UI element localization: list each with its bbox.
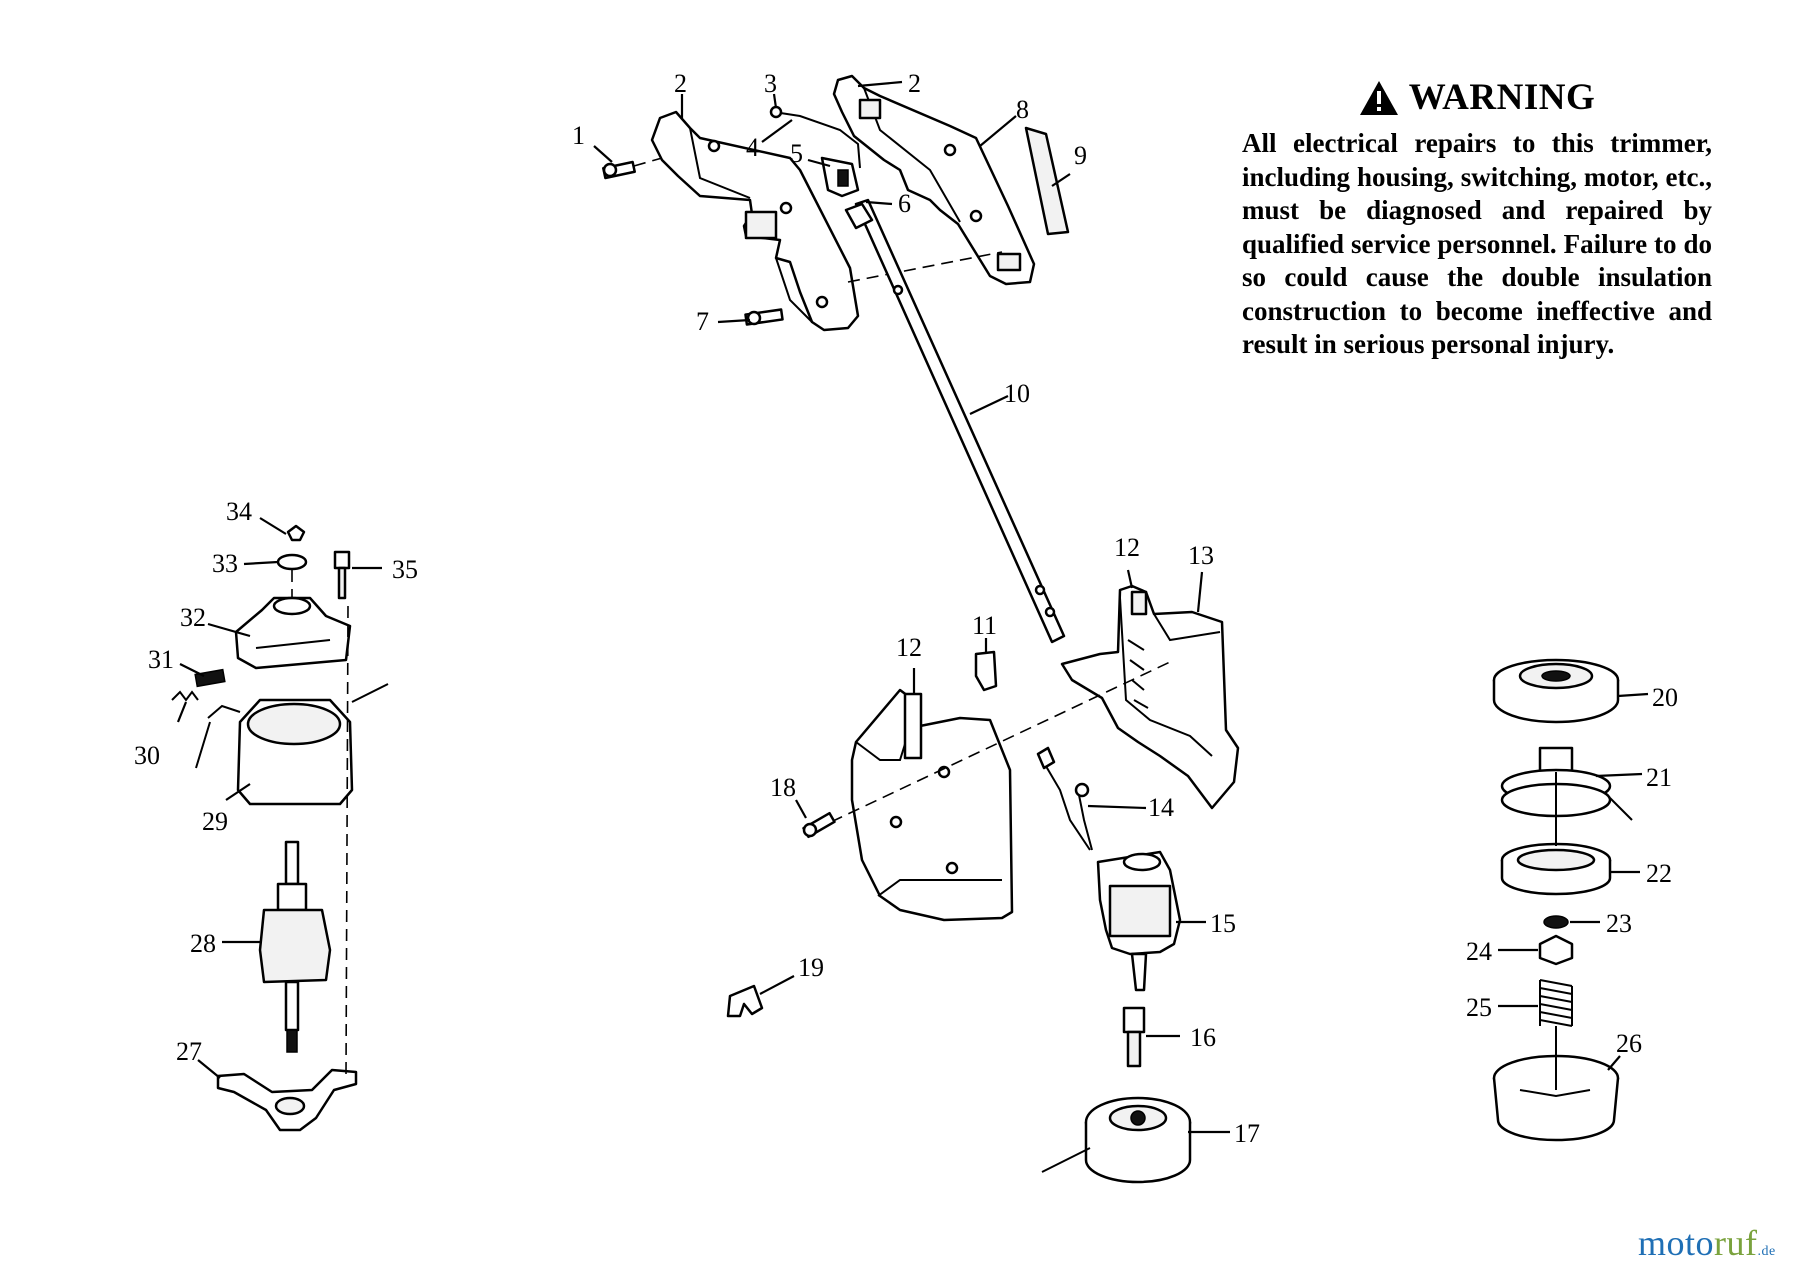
washer-part-33 xyxy=(276,553,308,571)
nut-part-24 xyxy=(1538,934,1574,966)
spool-part-17 xyxy=(1041,1096,1192,1184)
callout-16: 16 xyxy=(1190,1023,1216,1052)
callout-9: 9 xyxy=(1074,141,1087,170)
callout-31: 31 xyxy=(148,645,174,674)
trimmer-head-exploded xyxy=(1492,658,1633,1142)
callout-15: 15 xyxy=(1210,909,1236,938)
clip-part-19 xyxy=(726,984,764,1018)
handle-assembly xyxy=(602,74,1070,332)
callout-13: 13 xyxy=(1188,541,1214,570)
spring-part-30 xyxy=(171,690,199,702)
bracket-part-27 xyxy=(216,1068,358,1132)
callout-34: 34 xyxy=(226,497,252,526)
guard-right-half xyxy=(1060,584,1240,810)
callout-28: 28 xyxy=(190,929,216,958)
handle-right-half xyxy=(832,74,1036,286)
motor-part-15 xyxy=(1036,746,1182,992)
callout-21: 21 xyxy=(1646,763,1672,792)
warning-heading: WARNING xyxy=(1242,76,1712,119)
callout-2b: 2 xyxy=(908,69,921,98)
callout-35: 35 xyxy=(392,555,418,584)
callout-12b: 12 xyxy=(896,633,922,662)
adapter-part-16 xyxy=(1122,1006,1146,1068)
callout-33: 33 xyxy=(212,549,238,578)
brush-part-31 xyxy=(194,668,226,688)
housing-part-26 xyxy=(1492,1026,1620,1142)
callout-27: 27 xyxy=(176,1037,202,1066)
callout-numbers: 1 2 3 4 5 2 8 9 6 7 10 12 13 11 12 18 14… xyxy=(134,69,1678,1148)
callout-7: 7 xyxy=(696,307,709,336)
end-cap-part-32 xyxy=(234,596,352,670)
armature-part-28 xyxy=(258,840,332,1053)
warning-title: WARNING xyxy=(1408,77,1596,118)
warning-triangle-icon xyxy=(1359,80,1398,115)
screw-part-18 xyxy=(802,811,836,839)
brand-part-2: ruf xyxy=(1714,1223,1758,1263)
callout-29: 29 xyxy=(202,807,228,836)
callout-6: 6 xyxy=(898,189,911,218)
callout-1: 1 xyxy=(572,121,585,150)
label-part-9 xyxy=(1024,126,1070,236)
warning-box: WARNING All electrical repairs to this t… xyxy=(1242,76,1712,362)
callout-17: 17 xyxy=(1234,1119,1260,1148)
callout-2a: 2 xyxy=(674,69,687,98)
callout-18: 18 xyxy=(770,773,796,802)
handle-left-half xyxy=(650,110,860,332)
brand-part-3: .de xyxy=(1757,1244,1776,1259)
callout-20: 20 xyxy=(1652,683,1678,712)
shaft-part-10 xyxy=(844,198,1066,644)
ring-part-22 xyxy=(1500,842,1612,896)
warning-text: All electrical repairs to this trimmer, … xyxy=(1242,128,1712,359)
screw-part-7 xyxy=(744,308,784,326)
screw-part-35 xyxy=(333,550,351,600)
callout-25: 25 xyxy=(1466,993,1492,1022)
callout-5: 5 xyxy=(790,139,803,168)
callout-14: 14 xyxy=(1148,793,1174,822)
switch-parts xyxy=(769,105,861,198)
cap-part-20 xyxy=(1492,658,1620,724)
spool-part-21 xyxy=(1500,746,1633,821)
spring-part-25 xyxy=(1539,979,1573,1027)
callout-22: 22 xyxy=(1646,859,1672,888)
callout-3: 3 xyxy=(764,69,777,98)
callout-10: 10 xyxy=(1004,379,1030,408)
washer-part-23 xyxy=(1543,915,1569,929)
brand-part-1: moto xyxy=(1638,1223,1715,1263)
leader-lines xyxy=(176,80,1649,1134)
callout-8: 8 xyxy=(1016,95,1029,124)
callout-12a: 12 xyxy=(1114,533,1140,562)
callout-24: 24 xyxy=(1466,937,1492,966)
stator-part-29 xyxy=(195,683,389,806)
callout-26: 26 xyxy=(1616,1029,1642,1058)
brand-watermark: motoruf.de xyxy=(1638,1222,1776,1264)
callout-4: 4 xyxy=(746,133,759,162)
guard-left-half xyxy=(850,688,1014,922)
callout-30: 30 xyxy=(134,741,160,770)
clip-part-11 xyxy=(974,650,998,692)
callout-11: 11 xyxy=(972,611,997,640)
clip-part-34 xyxy=(286,524,306,542)
motor-exploded-view xyxy=(171,524,389,1132)
callout-23: 23 xyxy=(1606,909,1632,938)
callout-19: 19 xyxy=(798,953,824,982)
callout-32: 32 xyxy=(180,603,206,632)
